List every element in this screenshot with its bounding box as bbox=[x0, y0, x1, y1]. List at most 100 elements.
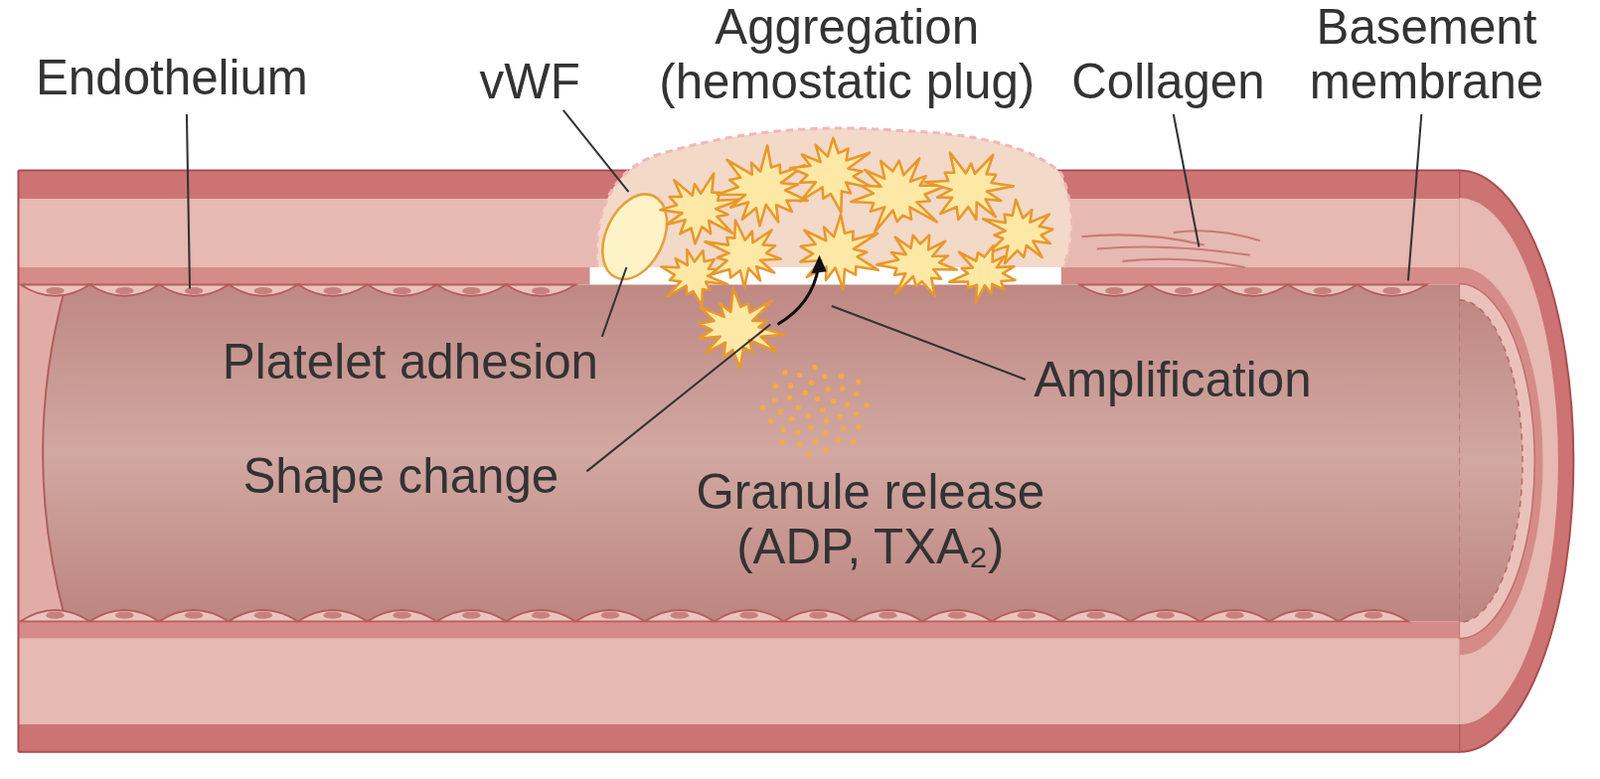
platelet bbox=[717, 145, 808, 226]
platelet bbox=[800, 214, 879, 290]
cell-nucleus bbox=[1155, 612, 1174, 620]
granule bbox=[780, 439, 786, 445]
arrowhead bbox=[810, 255, 826, 274]
granule bbox=[823, 418, 829, 424]
granule bbox=[802, 390, 808, 396]
endothelial-cell bbox=[298, 284, 368, 296]
endothelial-cell bbox=[1200, 610, 1271, 622]
endothelial-cell bbox=[575, 610, 645, 622]
cell-nucleus bbox=[1017, 612, 1036, 620]
endothelial-cell bbox=[436, 284, 506, 296]
granule bbox=[835, 437, 841, 443]
endothelial-cell bbox=[89, 610, 160, 622]
vessel-edge bbox=[16, 169, 19, 752]
collagen-fibres bbox=[1081, 230, 1261, 268]
cell-nucleus bbox=[531, 287, 550, 295]
part-label: vWF bbox=[480, 53, 624, 108]
endothelial-cell bbox=[922, 610, 992, 622]
platelet bbox=[659, 173, 742, 245]
cell-nucleus bbox=[392, 612, 411, 620]
granule bbox=[812, 439, 818, 445]
cell-nucleus bbox=[1364, 612, 1383, 620]
endothelial-cell bbox=[1269, 610, 1339, 622]
cell-nucleus bbox=[254, 287, 273, 295]
endothelial-cell bbox=[367, 610, 438, 622]
endothelial-cell bbox=[159, 284, 229, 296]
cell-nucleus bbox=[45, 612, 64, 620]
cell-nucleus bbox=[878, 612, 897, 620]
granule bbox=[853, 391, 859, 397]
part-label: Aggregation (hemostatic plug) bbox=[627, 0, 1067, 109]
cell-nucleus bbox=[670, 612, 689, 620]
granule bbox=[760, 405, 766, 411]
platelet bbox=[850, 158, 948, 232]
endothelial-cell bbox=[298, 610, 368, 622]
granule bbox=[824, 386, 830, 392]
vessel-opening-edge bbox=[42, 287, 66, 621]
part-label: Basement membrane bbox=[1303, 0, 1549, 109]
cell-nucleus bbox=[184, 612, 203, 620]
granule bbox=[780, 427, 786, 433]
granule bbox=[844, 401, 850, 407]
granule bbox=[853, 411, 859, 417]
cell-nucleus bbox=[1312, 287, 1331, 295]
cell-nucleus bbox=[115, 287, 134, 295]
endothelial-cell bbox=[1338, 610, 1409, 622]
granule bbox=[805, 452, 811, 458]
granule bbox=[768, 418, 774, 424]
endothelial-cells bbox=[20, 284, 1428, 622]
granule bbox=[795, 429, 800, 435]
cell-nucleus bbox=[392, 287, 411, 295]
granule bbox=[840, 425, 846, 431]
granule bbox=[864, 402, 870, 408]
granule-dots bbox=[760, 364, 870, 458]
part-label: Shape change bbox=[242, 449, 611, 503]
vessel-opening bbox=[17, 284, 65, 622]
granule bbox=[837, 414, 843, 420]
cell-nucleus bbox=[1294, 612, 1313, 620]
activated-platelet bbox=[698, 288, 785, 368]
platelet bbox=[705, 219, 782, 288]
granule bbox=[838, 373, 844, 379]
part-label: Amplification bbox=[1033, 352, 1371, 407]
granule bbox=[777, 409, 783, 415]
endothelial-cell bbox=[367, 284, 438, 296]
cell-nucleus bbox=[808, 612, 827, 620]
cell-nucleus bbox=[531, 612, 550, 620]
cell-nucleus bbox=[184, 287, 203, 295]
granule bbox=[782, 369, 788, 375]
endothelial-cell bbox=[1061, 610, 1131, 622]
part-label: Platelet adhesion bbox=[222, 334, 651, 389]
platelet bbox=[949, 245, 1015, 304]
vessel-end bbox=[1458, 169, 1574, 752]
cell-nucleus bbox=[115, 612, 134, 620]
endothelial-cell bbox=[1218, 284, 1288, 296]
cell-nucleus bbox=[1382, 287, 1401, 295]
vessel-lumen bbox=[17, 284, 1459, 622]
endothelial-cell bbox=[784, 610, 854, 622]
cell-nucleus bbox=[462, 287, 480, 295]
endothelial-cell bbox=[505, 610, 576, 622]
endothelial-cell bbox=[1130, 610, 1201, 622]
cell-nucleus bbox=[948, 612, 966, 620]
adherent-platelet bbox=[590, 183, 680, 290]
part-label: Collagen bbox=[1071, 53, 1316, 108]
cell-nucleus bbox=[1244, 287, 1263, 295]
granule bbox=[808, 379, 814, 385]
cell-nucleus bbox=[1087, 612, 1106, 620]
endothelial-cell bbox=[228, 610, 299, 622]
platelet bbox=[876, 235, 958, 297]
granule bbox=[821, 373, 827, 379]
platelet-aggregate bbox=[659, 138, 1053, 368]
endothelial-cell bbox=[20, 284, 91, 296]
endothelial-cell bbox=[1148, 284, 1219, 296]
granule bbox=[797, 442, 802, 448]
granule bbox=[805, 413, 811, 419]
endothelial-cell bbox=[1357, 284, 1428, 296]
granule bbox=[807, 425, 813, 431]
granule bbox=[814, 396, 820, 402]
cell-nucleus bbox=[45, 287, 64, 295]
endothelial-cell bbox=[89, 284, 160, 296]
